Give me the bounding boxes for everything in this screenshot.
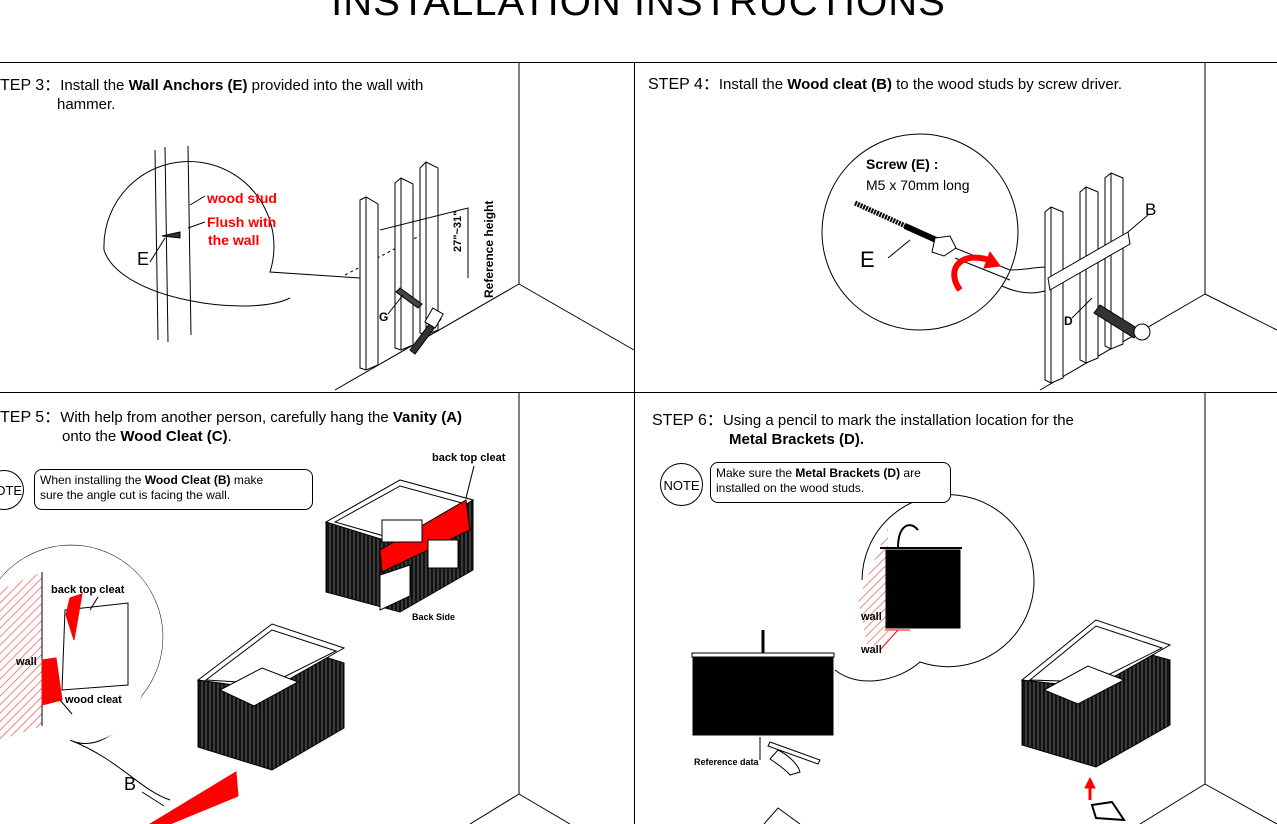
step4-label-d: D (1064, 314, 1073, 328)
step3-line1-pre: Install the (60, 77, 129, 94)
step4-post: to the wood studs by screw driver. (891, 76, 1123, 93)
step3-instruction: TEP 3：Install the Wall Anchors (E) provi… (0, 76, 423, 95)
step6-line2-bold: Metal Brackets (D). (729, 431, 865, 448)
step6-note-box: Make sure the Metal Brackets (D) are ins… (710, 462, 951, 503)
step4-bold: Wood cleat (B) (787, 76, 892, 93)
step5-label-b: B (124, 774, 137, 794)
step5-label: TEP 5： (0, 409, 61, 426)
step5-note-post: make (230, 473, 264, 487)
step4-detail-callout (821, 133, 1061, 331)
divider-top (0, 62, 1277, 63)
step5-line2-bold: Wood Cleat (C) (120, 428, 228, 445)
step5-line1-pre: With help from another person, carefully… (60, 409, 393, 426)
room-corner-step4 (1039, 62, 1277, 391)
step6-label: STEP 6： (652, 412, 723, 429)
step5-note-box: When installing the Wood Cleat (B) make … (34, 469, 313, 510)
step3-ref-height-value: 27"~31" (452, 210, 464, 252)
step6-detail-callout (834, 494, 1035, 682)
divider-vertical (634, 62, 635, 824)
step3-label-flush1: Flush with (207, 214, 277, 230)
step4-instruction: STEP 4：Install the Wood cleat (B) to the… (648, 75, 1122, 94)
step3-label: TEP 3： (0, 77, 61, 94)
step4-label-screw: Screw (E) : (866, 156, 939, 172)
step6-line1: Using a pencil to mark the installation … (722, 412, 1074, 429)
step3-instruction-line2: hammer. (57, 96, 116, 113)
step6-instruction: STEP 6：Using a pencil to mark the instal… (652, 411, 1074, 430)
step3-detail-callout (103, 145, 441, 343)
step6-instruction-line2: Metal Brackets (D). (729, 430, 864, 449)
step5-instruction: TEP 5：With help from another person, car… (0, 408, 462, 427)
step5-label-back-top-cleat-detail: back top cleat (51, 584, 125, 596)
step6-note-badge: NOTE (660, 463, 703, 506)
step5-note-pre: When installing the (40, 473, 145, 487)
step4-label-e: E (860, 247, 875, 272)
step6-label-reference-data: Reference data (694, 757, 759, 767)
step4-label: STEP 4： (648, 76, 719, 93)
step4-pre: Install the (718, 76, 788, 93)
step5-label-back-top-cleat: back top cleat (432, 452, 506, 464)
step5-vanity-front (196, 623, 346, 771)
step5-vanity-back (324, 465, 475, 613)
step3-line1-bold: Wall Anchors (E) (128, 77, 248, 94)
step6-note-line2: installed on the wood studs. (716, 481, 865, 495)
step5-instruction-line2: onto the Wood Cleat (C). (62, 427, 232, 446)
step4-label-b: B (1145, 200, 1157, 219)
step3-label-flush2: the wall (208, 232, 260, 248)
step3-line1-post: provided into the wall with (247, 77, 424, 94)
step6-vanity-right (1020, 619, 1172, 822)
step6-mirror-vanity (691, 630, 835, 824)
step4-wood-studs (1044, 172, 1151, 384)
step5-wood-cleat (141, 771, 239, 824)
step6-label-wall1: wall (861, 611, 882, 623)
step5-note-line2: sure the angle cut is facing the wall. (40, 488, 231, 502)
step3-label-e: E (137, 249, 150, 269)
step5-detail-callout (0, 544, 171, 801)
step6-label-wall2: wall (861, 644, 882, 656)
step3-label-wood-stud: wood stud (207, 190, 277, 206)
step6-note-post: are (900, 466, 921, 480)
step5-label-back-side: Back Side (412, 612, 456, 622)
step4-label-screw-size: M5 x 70mm long (866, 177, 970, 193)
step6-note-pre: Make sure the (716, 466, 796, 480)
room-corner-step6 (1139, 392, 1277, 824)
step5-label-wall: wall (16, 656, 37, 668)
step3-label-g: G (379, 310, 389, 324)
step5-line2-pre: onto the (62, 428, 121, 445)
divider-middle (0, 392, 1277, 393)
step5-line2-post: . (227, 428, 232, 445)
step3-ref-height-label: Reference height (482, 200, 496, 298)
step3-wood-studs (359, 161, 469, 371)
page-title: INSTALLATION INSTRUCTIONS (331, 0, 946, 24)
step5-label-wood-cleat: wood cleat (65, 694, 122, 706)
step6-note-bold: Metal Brackets (D) (795, 466, 901, 480)
room-corner-step5 (469, 392, 571, 824)
step5-line1-bold: Vanity (A) (392, 409, 463, 426)
step5-note-bold: Wood Cleat (B) (144, 473, 231, 487)
